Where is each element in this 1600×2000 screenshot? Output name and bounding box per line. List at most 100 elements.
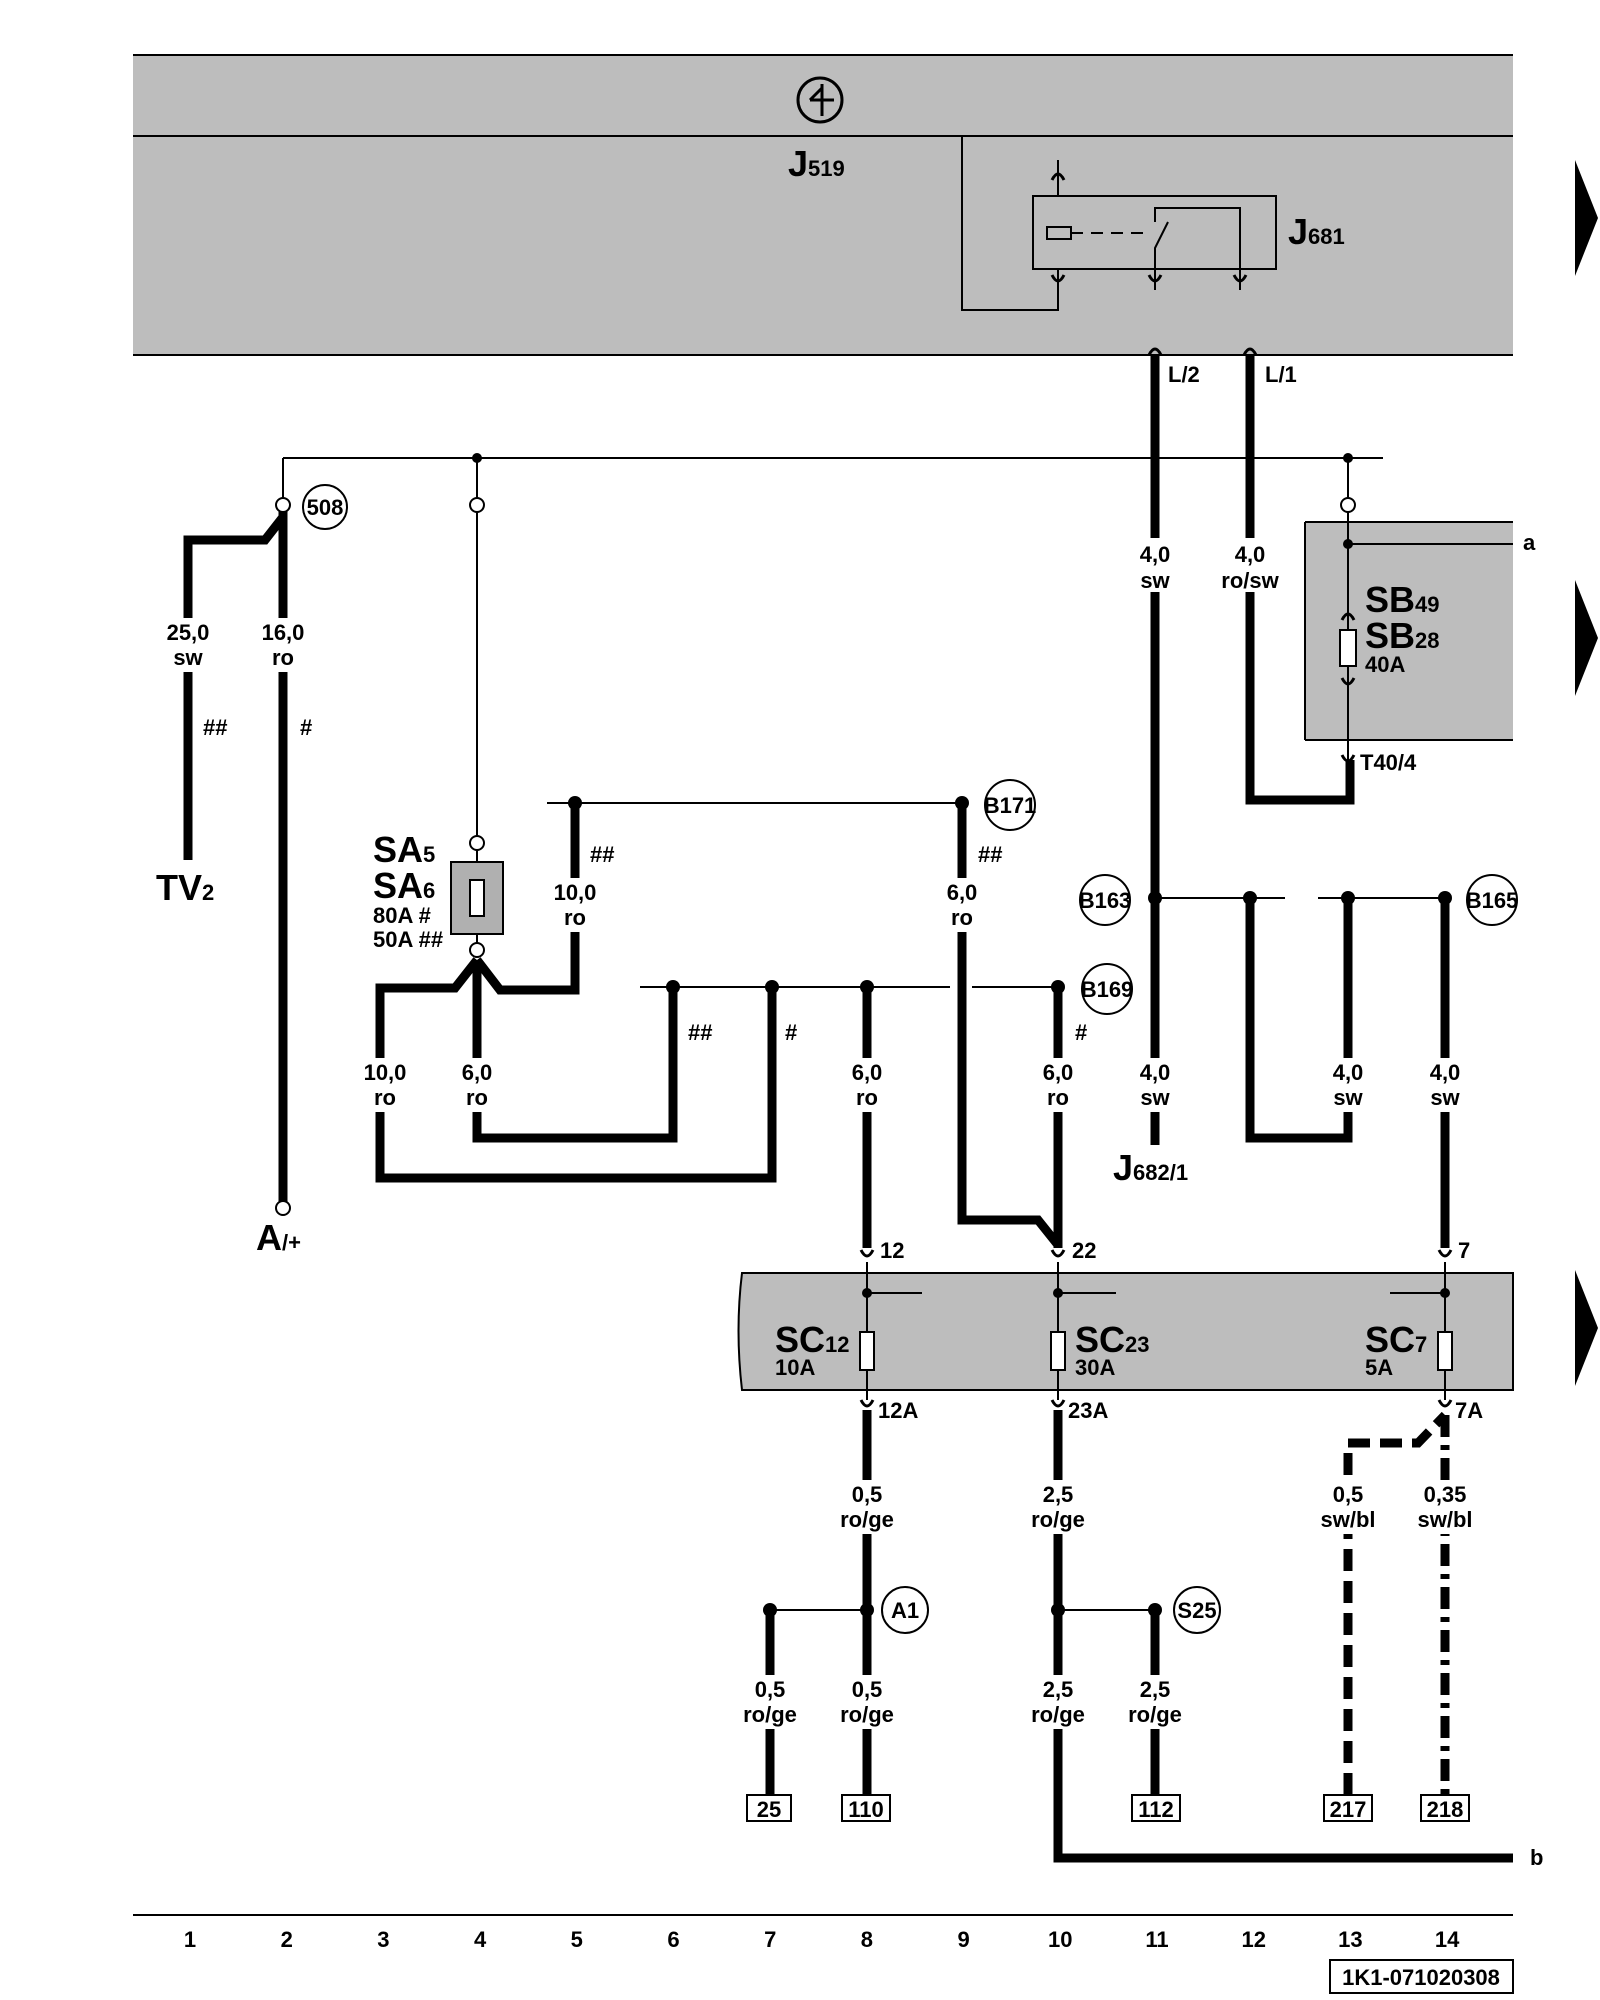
column-number: 9 bbox=[957, 1927, 969, 1952]
tv2-label: TV2 bbox=[156, 867, 214, 908]
connection-point bbox=[984, 779, 1036, 831]
column-number: 5 bbox=[571, 1927, 583, 1952]
sa6-label: SA6 bbox=[373, 865, 435, 906]
sc12-label: SC12 bbox=[775, 1319, 850, 1360]
svg-text:b: b bbox=[1530, 1845, 1543, 1870]
reference-box: 217 bbox=[1323, 1794, 1373, 1822]
svg-text:4,0: 4,0 bbox=[1140, 542, 1171, 567]
svg-text:sw: sw bbox=[1333, 1085, 1363, 1110]
column-number: 6 bbox=[667, 1927, 679, 1952]
svg-text:16,0: 16,0 bbox=[262, 620, 305, 645]
next-page-arrow-icon bbox=[1575, 580, 1598, 696]
sb49-label: SB49 bbox=[1365, 579, 1440, 620]
j519-label: J519 bbox=[788, 143, 845, 184]
svg-text:T40/4: T40/4 bbox=[1360, 750, 1417, 775]
column-number: 7 bbox=[764, 1927, 776, 1952]
column-number: 8 bbox=[861, 1927, 873, 1952]
svg-text:L/2: L/2 bbox=[1168, 362, 1200, 387]
svg-text:ro: ro bbox=[374, 1085, 396, 1110]
svg-text:2,5: 2,5 bbox=[1043, 1482, 1074, 1507]
svg-text:ro: ro bbox=[1047, 1085, 1069, 1110]
svg-text:##: ## bbox=[688, 1020, 712, 1045]
svg-text:0,35: 0,35 bbox=[1424, 1482, 1467, 1507]
svg-text:ro/sw: ro/sw bbox=[1221, 568, 1279, 593]
svg-text:ro: ro bbox=[951, 905, 973, 930]
svg-text:10A: 10A bbox=[775, 1355, 815, 1380]
svg-text:217: 217 bbox=[1330, 1797, 1367, 1822]
svg-text:0,5: 0,5 bbox=[852, 1677, 883, 1702]
svg-text:2,5: 2,5 bbox=[1043, 1677, 1074, 1702]
svg-text:7: 7 bbox=[1458, 1238, 1470, 1263]
next-page-arrow-icon bbox=[1575, 160, 1598, 276]
svg-text:0,5: 0,5 bbox=[852, 1482, 883, 1507]
svg-text:ro: ro bbox=[856, 1085, 878, 1110]
svg-text:4,0: 4,0 bbox=[1333, 1060, 1364, 1085]
svg-text:##: ## bbox=[978, 842, 1002, 867]
svg-text:4,0: 4,0 bbox=[1235, 542, 1266, 567]
connection-point bbox=[1081, 963, 1133, 1015]
sc7-label: SC7 bbox=[1365, 1319, 1427, 1360]
svg-text:23A: 23A bbox=[1068, 1398, 1108, 1423]
column-number: 12 bbox=[1241, 1927, 1265, 1952]
column-number: 13 bbox=[1338, 1927, 1362, 1952]
document-code-box bbox=[1329, 1959, 1514, 1994]
svg-text:sw/bl: sw/bl bbox=[1417, 1507, 1472, 1532]
svg-text:#: # bbox=[1075, 1020, 1087, 1045]
ground-symbol-icon bbox=[796, 76, 844, 124]
column-number: 4 bbox=[474, 1927, 487, 1952]
svg-text:50A ##: 50A ## bbox=[373, 927, 443, 952]
svg-text:L/1: L/1 bbox=[1265, 362, 1297, 387]
svg-text:sw: sw bbox=[1430, 1085, 1460, 1110]
svg-text:ro/ge: ro/ge bbox=[1128, 1702, 1182, 1727]
svg-text:A1: A1 bbox=[891, 1598, 919, 1623]
column-number: 3 bbox=[377, 1927, 389, 1952]
svg-text:80A #: 80A # bbox=[373, 903, 431, 928]
reference-box: 25 bbox=[746, 1794, 792, 1822]
sb28-label: SB28 bbox=[1365, 615, 1440, 656]
svg-text:5A: 5A bbox=[1365, 1355, 1393, 1380]
connection-point bbox=[1079, 874, 1131, 926]
svg-text:ro: ro bbox=[564, 905, 586, 930]
svg-text:B163: B163 bbox=[1079, 888, 1132, 913]
column-number: 11 bbox=[1145, 1927, 1168, 1952]
next-page-arrow-icon bbox=[1575, 1270, 1598, 1386]
connection-point bbox=[1466, 874, 1518, 926]
svg-text:6,0: 6,0 bbox=[462, 1060, 493, 1085]
svg-text:ro/ge: ro/ge bbox=[840, 1507, 894, 1532]
svg-text:sw: sw bbox=[1140, 1085, 1170, 1110]
svg-text:12: 12 bbox=[880, 1238, 904, 1263]
column-number: 2 bbox=[281, 1927, 293, 1952]
svg-text:B165: B165 bbox=[1466, 888, 1519, 913]
document-code: 1K1-071020308 bbox=[1342, 1965, 1500, 1990]
svg-text:sw: sw bbox=[173, 645, 203, 670]
svg-text:6,0: 6,0 bbox=[852, 1060, 883, 1085]
svg-text:112: 112 bbox=[1138, 1797, 1174, 1822]
svg-text:110: 110 bbox=[848, 1797, 884, 1822]
svg-text:4,0: 4,0 bbox=[1430, 1060, 1461, 1085]
sa5-label: SA5 bbox=[373, 829, 435, 870]
column-number: 14 bbox=[1435, 1927, 1460, 1952]
svg-text:25: 25 bbox=[757, 1797, 781, 1822]
svg-text:ro/ge: ro/ge bbox=[743, 1702, 797, 1727]
svg-text:25,0: 25,0 bbox=[167, 620, 210, 645]
svg-text:508: 508 bbox=[307, 495, 344, 520]
svg-text:10,0: 10,0 bbox=[554, 880, 597, 905]
svg-text:40A: 40A bbox=[1365, 652, 1405, 677]
reference-box: 110 bbox=[841, 1794, 891, 1822]
j681-label: J681 bbox=[1288, 211, 1345, 252]
svg-text:a: a bbox=[1523, 530, 1536, 555]
svg-text:#: # bbox=[300, 715, 312, 740]
svg-text:7A: 7A bbox=[1455, 1398, 1483, 1423]
svg-text:10,0: 10,0 bbox=[364, 1060, 407, 1085]
svg-text:S25: S25 bbox=[1177, 1598, 1216, 1623]
svg-text:B169: B169 bbox=[1081, 977, 1134, 1002]
column-number: 10 bbox=[1048, 1927, 1072, 1952]
j682-label: J682/1 bbox=[1113, 1147, 1188, 1188]
svg-text:0,5: 0,5 bbox=[755, 1677, 786, 1702]
sc-fuse-panel bbox=[737, 1272, 1514, 1391]
svg-text:sw: sw bbox=[1140, 568, 1170, 593]
svg-text:2,5: 2,5 bbox=[1140, 1677, 1171, 1702]
connection-point bbox=[302, 484, 348, 530]
